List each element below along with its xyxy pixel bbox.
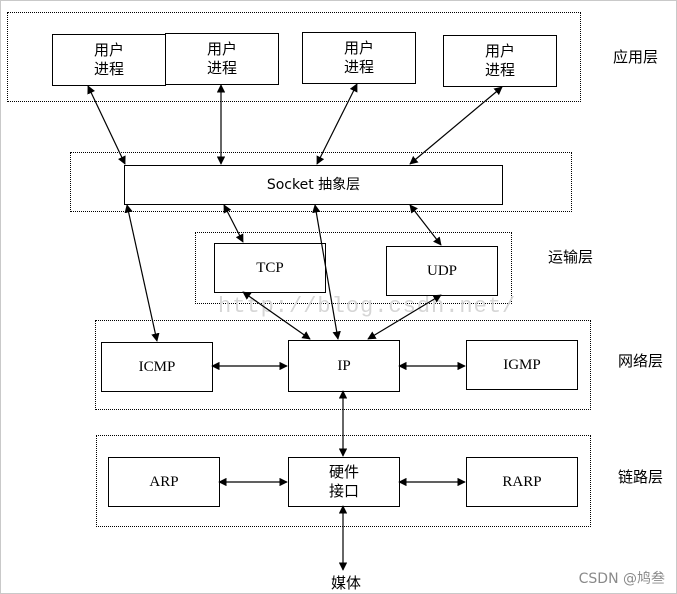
user-process-box-1: 用户 进程 <box>52 34 166 86</box>
tcp-box: TCP <box>214 243 326 293</box>
arrow-process1-socket <box>87 85 126 165</box>
socket-abstraction-box: Socket 抽象层 <box>124 165 503 205</box>
arrow-udp-ip <box>367 294 442 340</box>
arp-box: ARP <box>108 457 220 507</box>
igmp-box: IGMP <box>466 340 578 390</box>
arrow-socket-ip <box>312 204 341 340</box>
media-label: 媒体 <box>331 574 362 592</box>
arrow-socket-udp <box>409 204 442 246</box>
rarp-box: RARP <box>466 457 578 507</box>
application-layer-label: 应用层 <box>613 48 659 66</box>
user-process-box-2: 用户 进程 <box>165 33 279 85</box>
application-layer-region <box>7 12 581 102</box>
transport-layer-region <box>195 232 512 304</box>
arrow-tcp-ip <box>242 291 311 340</box>
ip-box: IP <box>288 340 400 392</box>
arrow-socket-icmp <box>124 204 160 342</box>
network-layer-label: 网络层 <box>618 352 664 370</box>
user-process-box-3: 用户 进程 <box>302 32 416 84</box>
csdn-credit: CSDN @鸠叁 <box>578 571 665 587</box>
arrow-process4-socket <box>409 86 503 165</box>
link-layer-label: 链路层 <box>618 468 664 486</box>
udp-box: UDP <box>386 246 498 296</box>
icmp-box: ICMP <box>101 342 213 392</box>
transport-layer-label: 运输层 <box>548 248 594 266</box>
arrow-process3-socket <box>316 83 358 165</box>
arrow-socket-tcp <box>223 204 244 243</box>
